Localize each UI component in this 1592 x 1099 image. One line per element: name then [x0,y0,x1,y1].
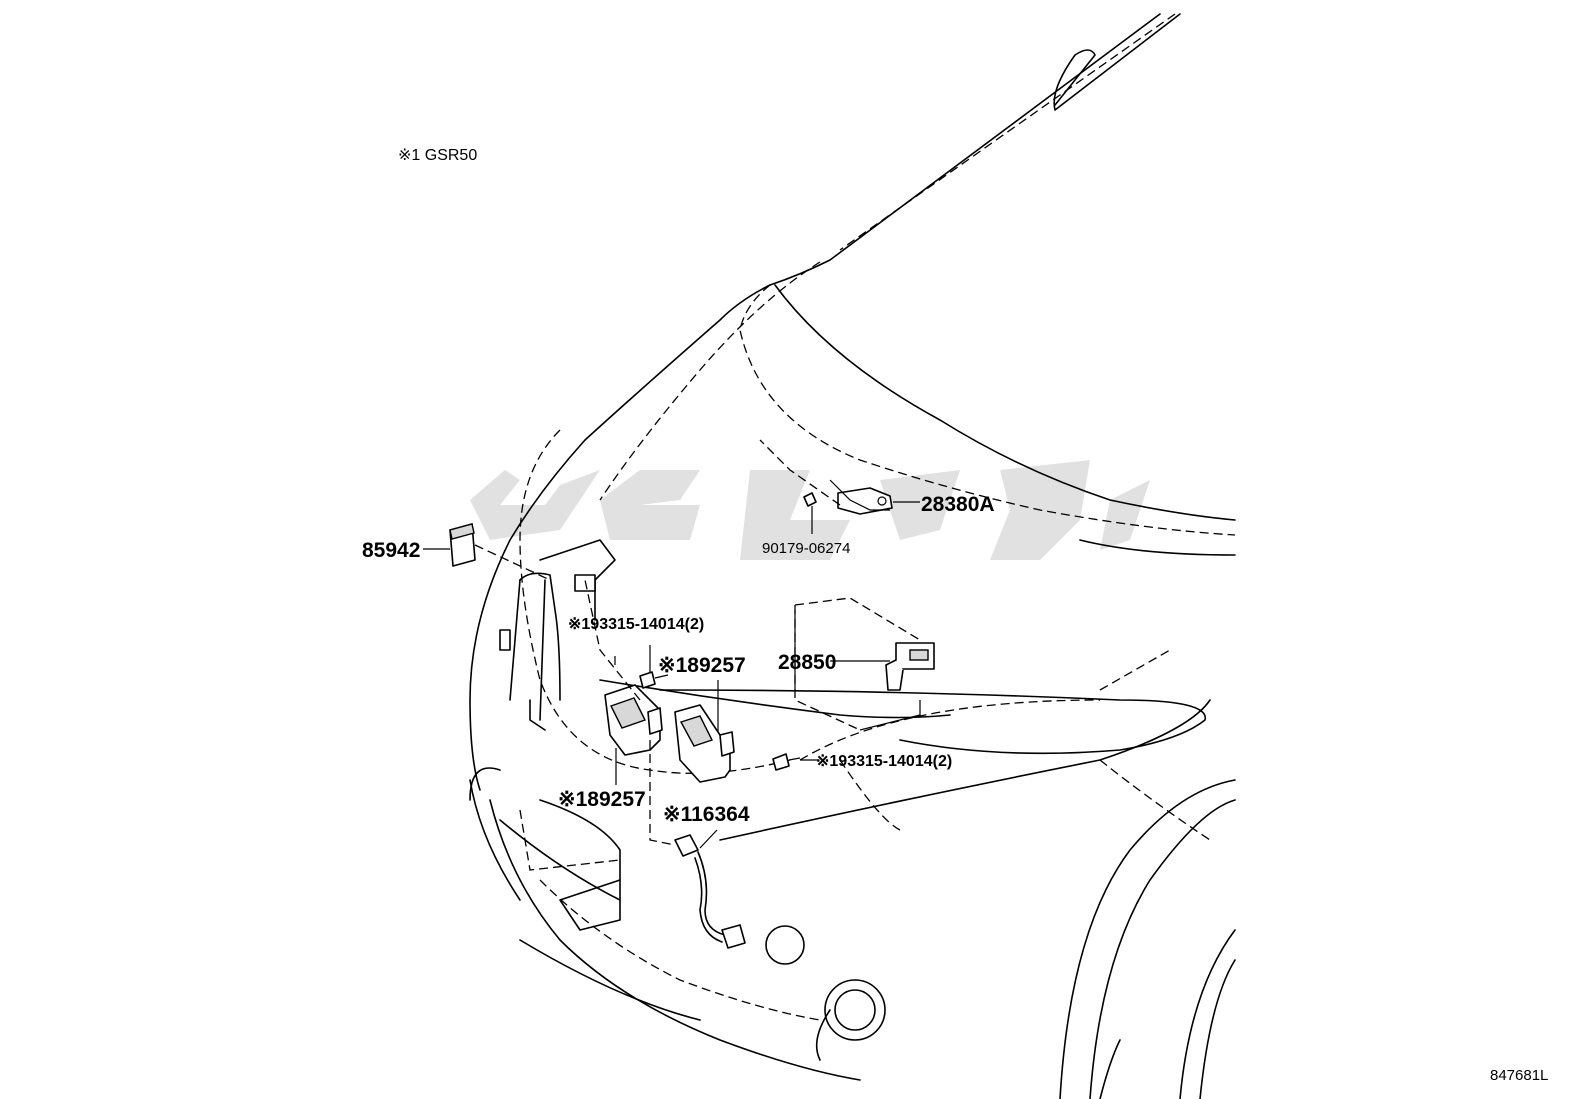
car-body-outline [469,13,1236,1099]
label-16364: ※116364 [663,803,750,826]
part-93315-14014-upper: ※193315-14014(2) [568,616,704,689]
watermark-logo [470,460,1150,560]
part-90179-06274: 90179-06274 [762,492,850,557]
part-28380A: 28380A [829,479,995,516]
part-89257-lower: ※189257 [558,684,663,811]
label-89257-lower: ※189257 [558,788,646,811]
label-28380A: 28380A [921,493,995,516]
part-89257-upper: ※189257 [658,654,746,783]
illustration-id: 847681L [1490,1067,1548,1084]
label-89257-upper: ※189257 [658,654,746,677]
connection-leaders [584,439,841,701]
part-28850: 28850 [778,597,935,731]
label-28850: 28850 [778,651,836,674]
label-93315-14014-lower: ※193315-14014(2) [816,753,952,770]
label-90179-06274: 90179-06274 [762,540,850,557]
part-93315-14014-lower: ※193315-14014(2) [772,753,952,771]
part-85942: 85942 [362,523,551,581]
label-93315-14014-upper: ※193315-14014(2) [568,616,704,633]
note-gsr50: ※1 GSR50 [398,147,477,164]
part-16364: ※116364 [649,740,750,949]
label-85942: 85942 [362,539,420,562]
